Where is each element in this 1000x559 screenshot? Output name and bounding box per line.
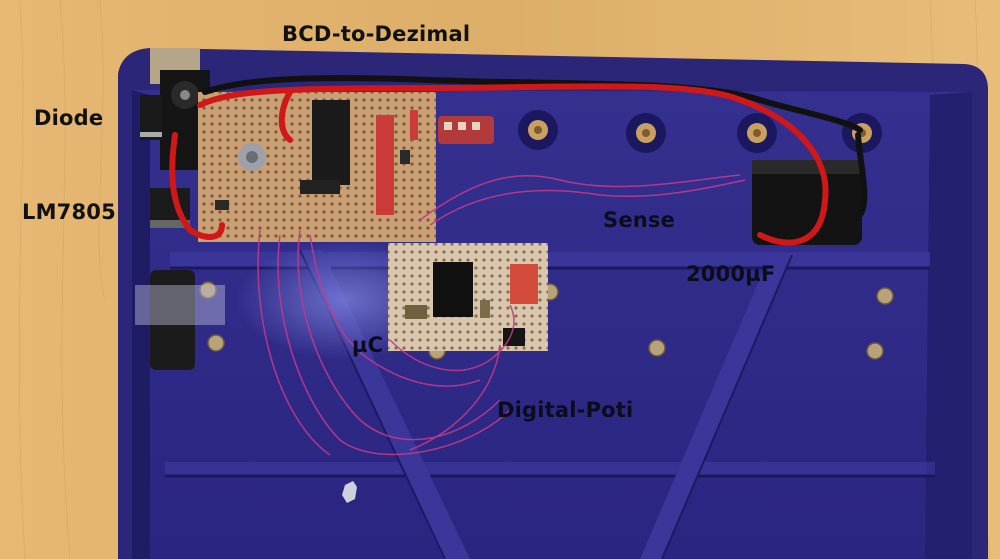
label-bcd-to-dezimal: BCD-to-Dezimal bbox=[282, 22, 471, 46]
diode-component bbox=[140, 95, 162, 140]
label-lm7805: LM7805 bbox=[22, 200, 116, 224]
bcd-perfboard bbox=[198, 92, 436, 242]
side-capacitor bbox=[135, 270, 225, 370]
banana-jacks bbox=[518, 110, 882, 153]
label-mcu: µC bbox=[352, 333, 384, 357]
red-header-connector bbox=[438, 116, 494, 144]
small-components bbox=[215, 110, 490, 318]
label-2000uf: 2000µF bbox=[686, 262, 776, 286]
power-wires bbox=[169, 75, 868, 246]
case-left-wall bbox=[132, 90, 150, 559]
case-screws bbox=[199, 281, 894, 360]
label-sense: Sense bbox=[603, 208, 676, 232]
capacitor-2000uf bbox=[752, 160, 862, 245]
magnet-wires bbox=[257, 174, 746, 456]
label-diode: Diode bbox=[34, 106, 104, 130]
case-right-wall bbox=[925, 92, 972, 559]
label-digital-poti: Digital-Poti bbox=[497, 398, 634, 422]
scratch-mark bbox=[342, 481, 357, 503]
mcu-perfboard bbox=[388, 243, 548, 351]
